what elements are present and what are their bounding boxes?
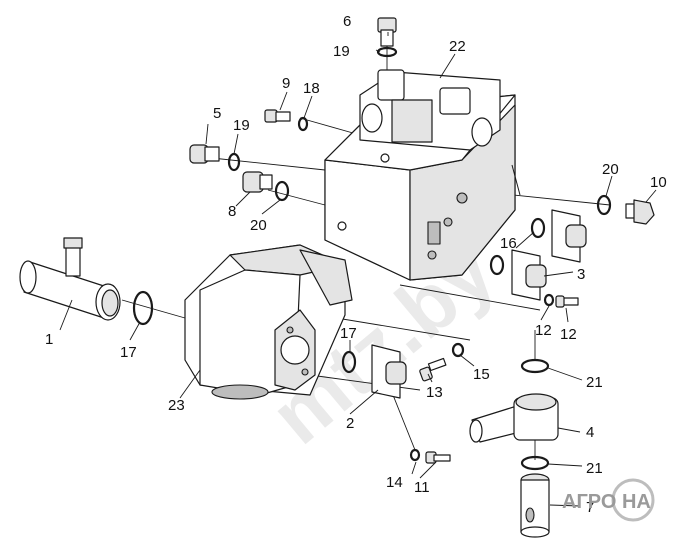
logo-text: АГРО НА xyxy=(562,491,651,513)
fitting-6 xyxy=(377,17,397,47)
elbow-4 xyxy=(469,393,559,443)
callout-10: 10 xyxy=(650,174,667,191)
callout-numbers: 1 2 3 4 5 6 7 8 9 10 11 12 12 13 14 15 1… xyxy=(45,13,667,516)
callout-17a: 17 xyxy=(120,344,137,361)
callout-14: 14 xyxy=(386,474,403,491)
callout-13: 13 xyxy=(426,384,443,401)
callout-23: 23 xyxy=(168,397,185,414)
callout-21b: 21 xyxy=(586,460,603,477)
callout-20b: 20 xyxy=(250,217,267,234)
flange-3-lower xyxy=(511,249,547,301)
bushing-7 xyxy=(520,473,550,538)
bolt-13 xyxy=(419,357,447,382)
o-ring-19-top xyxy=(376,46,398,58)
callout-11: 11 xyxy=(414,479,430,496)
washer-18 xyxy=(297,116,309,132)
flange-2 xyxy=(371,344,407,399)
bolt-11 xyxy=(425,451,451,464)
callout-20a: 20 xyxy=(602,161,619,178)
plug-10 xyxy=(625,199,655,225)
washer-15 xyxy=(451,342,465,358)
callout-9: 9 xyxy=(282,75,290,92)
bolt-12 xyxy=(555,295,579,308)
fitting-9 xyxy=(264,109,291,123)
o-ring-17-pump xyxy=(341,350,357,374)
o-ring-20-right xyxy=(596,194,612,216)
callout-22: 22 xyxy=(449,38,466,55)
o-ring-21-lower xyxy=(520,455,550,471)
washer-12 xyxy=(543,293,555,307)
o-ring-17-block xyxy=(489,254,505,276)
callout-leader-lines xyxy=(59,32,657,507)
callout-16: 16 xyxy=(500,235,517,252)
callout-15: 15 xyxy=(473,366,490,383)
valve-block-22 xyxy=(324,69,521,281)
fitting-8 xyxy=(242,171,273,193)
flange-3 xyxy=(551,209,587,263)
tee-pipe-1 xyxy=(19,237,121,321)
o-ring-20-left xyxy=(274,180,290,202)
callout-5: 5 xyxy=(213,105,221,122)
callout-12a: 12 xyxy=(535,322,552,339)
callout-1: 1 xyxy=(45,331,53,348)
pump-housing-23 xyxy=(184,244,353,400)
callout-2: 2 xyxy=(346,415,354,432)
o-ring-21-upper xyxy=(520,358,550,374)
callout-19b: 19 xyxy=(233,117,250,134)
callout-18: 18 xyxy=(303,80,320,97)
callout-12b: 12 xyxy=(560,326,577,343)
callout-7: 7 xyxy=(586,499,594,516)
washer-14 xyxy=(409,448,421,462)
agro-logo-watermark: АГРО НА xyxy=(562,478,655,522)
fitting-5 xyxy=(189,144,220,164)
o-ring-16 xyxy=(530,217,546,239)
callout-19a: 19 xyxy=(333,43,350,60)
callout-17b: 17 xyxy=(340,325,357,342)
o-ring-19-left xyxy=(227,152,241,172)
callout-3: 3 xyxy=(577,266,585,283)
callout-4: 4 xyxy=(586,424,594,441)
o-ring-17-left xyxy=(132,290,154,326)
callout-21a: 21 xyxy=(586,374,603,391)
callout-8: 8 xyxy=(228,203,236,220)
callout-6: 6 xyxy=(343,13,351,30)
